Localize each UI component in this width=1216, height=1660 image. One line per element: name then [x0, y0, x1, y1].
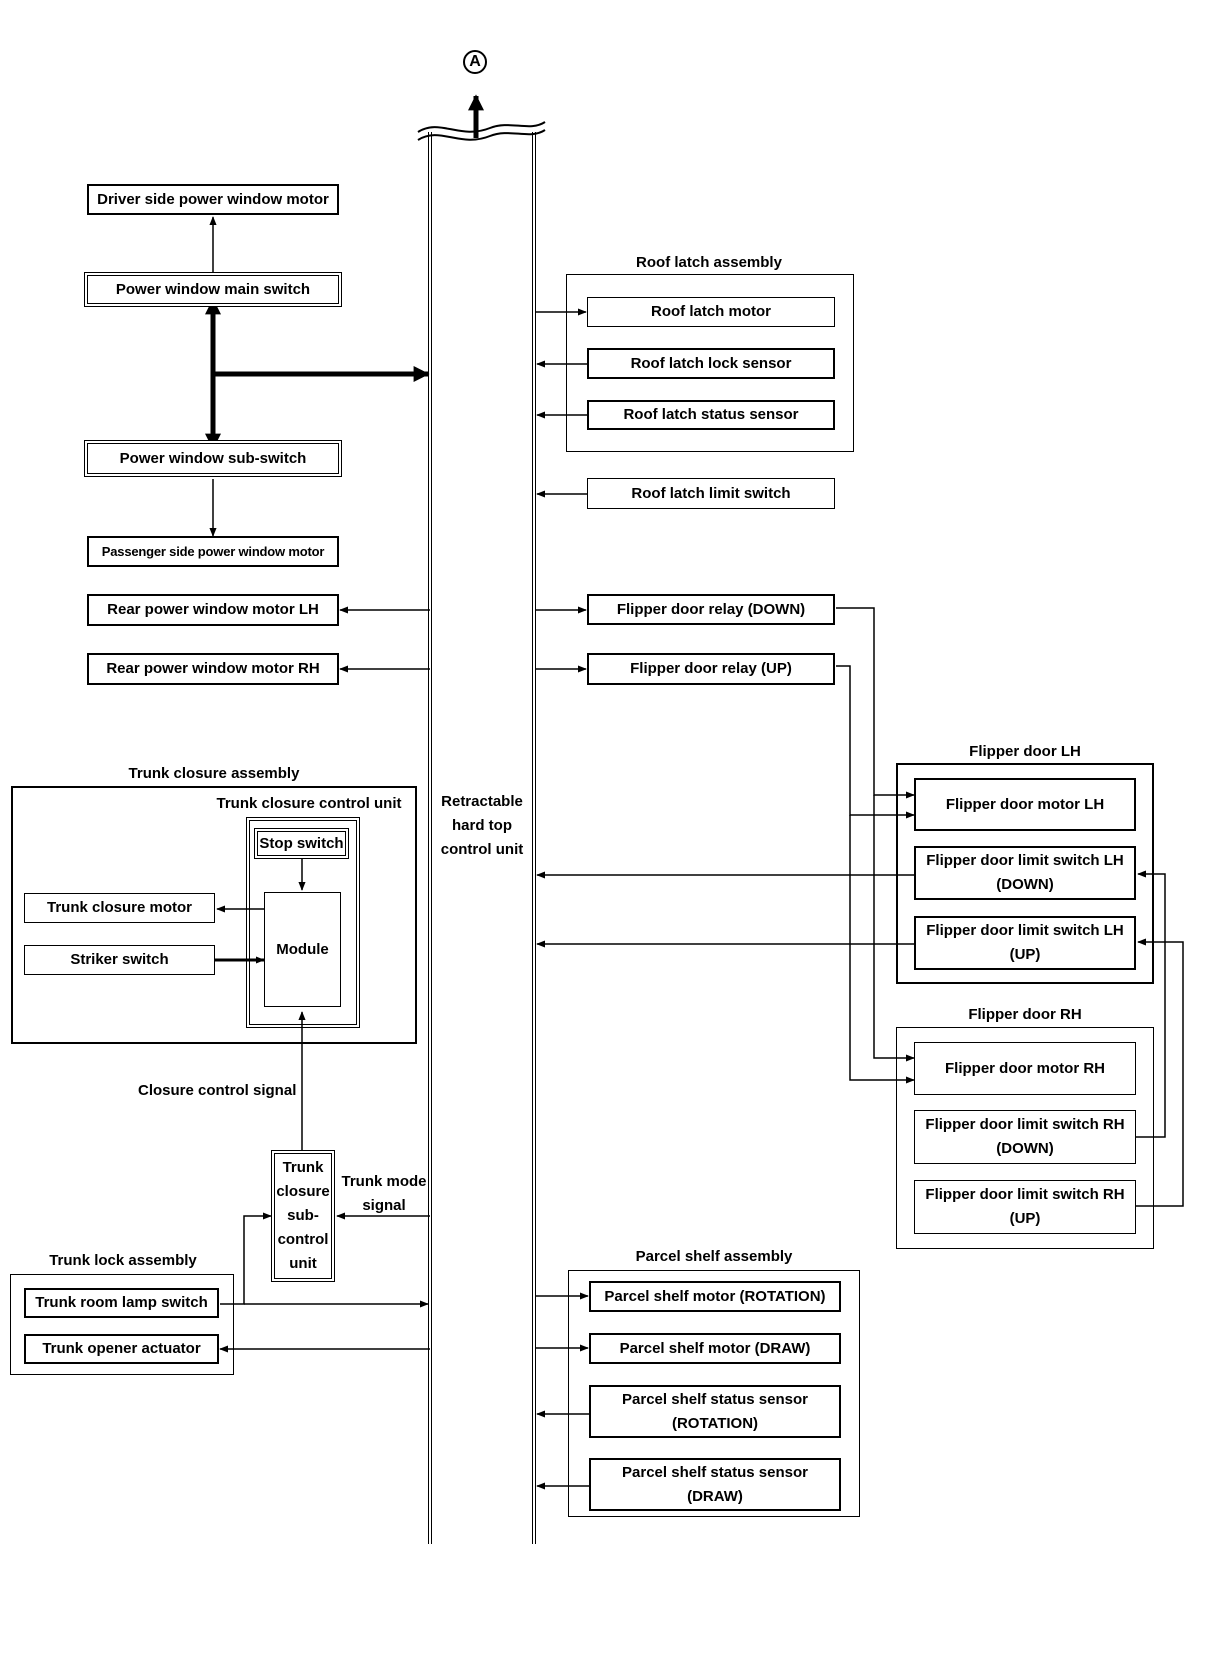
trunk-closure-assembly-title: Trunk closure assembly — [128, 765, 300, 782]
flipper-door-relay-down: Flipper door relay (DOWN) — [587, 594, 835, 625]
trunk-closure-assembly — [11, 786, 417, 1044]
central-control-bar — [428, 132, 536, 1544]
central-unit-line-1: Retractable — [441, 793, 523, 810]
flipper-door-limit-lh-down: Flipper door limit switch LH (DOWN) — [914, 846, 1136, 900]
module: Module — [264, 892, 341, 1007]
roof-latch-assembly-title: Roof latch assembly — [636, 254, 782, 271]
trunk-closure-motor: Trunk closure motor — [24, 893, 215, 923]
limit-rh-up-line-2: (UP) — [1009, 1210, 1041, 1227]
status-rotation-line-2: (ROTATION) — [671, 1414, 759, 1432]
limit-lh-up-line-1: Flipper door limit switch LH — [926, 922, 1124, 939]
flipper-door-limit-rh-up: Flipper door limit switch RH (UP) — [914, 1180, 1136, 1234]
flipper-door-limit-rh-down: Flipper door limit switch RH (DOWN) — [914, 1110, 1136, 1164]
sub-unit-line-3: sub- — [287, 1207, 319, 1224]
driver-window-motor: Driver side power window motor — [87, 184, 339, 215]
limit-lh-up-line-2: (UP) — [1009, 946, 1041, 963]
flipper-door-lh-title: Flipper door LH — [969, 743, 1081, 760]
trunk-opener-actuator: Trunk opener actuator — [24, 1334, 219, 1364]
flipper-door-relay-up: Flipper door relay (UP) — [587, 653, 835, 685]
limit-rh-up-line-1: Flipper door limit switch RH — [925, 1186, 1125, 1203]
sub-unit-line-1: Trunk — [282, 1159, 324, 1176]
sub-unit-line-5: unit — [289, 1255, 317, 1272]
connector-a: A — [463, 50, 487, 74]
parcel-shelf-status-rotation: Parcel shelf status sensor (ROTATION) — [589, 1385, 841, 1438]
rear-window-motor-rh: Rear power window motor RH — [87, 653, 339, 685]
parcel-shelf-motor-rotation: Parcel shelf motor (ROTATION) — [589, 1281, 841, 1312]
passenger-window-motor: Passenger side power window motor — [87, 536, 339, 567]
limit-lh-down-line-2: (DOWN) — [996, 876, 1054, 893]
trunk-closure-control-unit — [246, 817, 360, 1028]
flipper-door-rh — [896, 1027, 1154, 1249]
stop-switch: Stop switch — [254, 828, 349, 859]
power-window-main-switch: Power window main switch — [84, 272, 342, 307]
trunk-mode-line-2: signal — [362, 1197, 406, 1214]
striker-switch: Striker switch — [24, 945, 215, 975]
central-unit-line-2: hard top — [452, 817, 512, 834]
roof-latch-lock-sensor: Roof latch lock sensor — [587, 348, 835, 379]
trunk-closure-sub-control-unit: Trunk closure sub- control unit — [271, 1150, 335, 1282]
flipper-door-motor-rh: Flipper door motor RH — [914, 1042, 1136, 1095]
status-draw-line-2: (DRAW) — [687, 1487, 743, 1505]
trunk-closure-control-unit-title: Trunk closure control unit — [216, 795, 402, 812]
central-unit-line-3: control unit — [440, 841, 524, 858]
central-unit-label: Retractable hard top control unit — [432, 790, 532, 862]
status-rotation-line-1: Parcel shelf status sensor — [622, 1390, 808, 1408]
flipper-door-lh — [896, 763, 1154, 984]
trunk-mode-line-1: Trunk mode — [341, 1173, 427, 1190]
sub-unit-line-2: closure — [276, 1183, 330, 1200]
limit-rh-down-line-2: (DOWN) — [996, 1140, 1054, 1157]
closure-control-signal-label: Closure control signal — [138, 1082, 297, 1099]
trunk-room-lamp-switch: Trunk room lamp switch — [24, 1288, 219, 1318]
status-draw-line-1: Parcel shelf status sensor — [622, 1463, 808, 1481]
roof-latch-limit-switch: Roof latch limit switch — [587, 478, 835, 509]
trunk-lock-assembly-title: Trunk lock assembly — [49, 1252, 197, 1269]
parcel-shelf-motor-draw: Parcel shelf motor (DRAW) — [589, 1333, 841, 1364]
trunk-lock-assembly — [10, 1274, 234, 1375]
power-window-sub-switch: Power window sub-switch — [84, 440, 342, 477]
roof-latch-assembly — [566, 274, 854, 452]
parcel-shelf-status-draw: Parcel shelf status sensor (DRAW) — [589, 1458, 841, 1511]
sub-unit-line-4: control — [277, 1231, 329, 1248]
roof-latch-motor: Roof latch motor — [587, 297, 835, 327]
parcel-shelf-assembly-title: Parcel shelf assembly — [635, 1248, 793, 1265]
rear-window-motor-lh: Rear power window motor LH — [87, 594, 339, 626]
flipper-door-rh-title: Flipper door RH — [968, 1006, 1082, 1023]
limit-lh-down-line-1: Flipper door limit switch LH — [926, 852, 1124, 869]
flipper-door-limit-lh-up: Flipper door limit switch LH (UP) — [914, 916, 1136, 970]
flipper-door-motor-lh: Flipper door motor LH — [914, 778, 1136, 831]
parcel-shelf-assembly — [568, 1270, 860, 1517]
limit-rh-down-line-1: Flipper door limit switch RH — [925, 1116, 1125, 1133]
trunk-mode-signal-label: Trunk mode signal — [336, 1170, 432, 1218]
roof-latch-status-sensor: Roof latch status sensor — [587, 400, 835, 430]
